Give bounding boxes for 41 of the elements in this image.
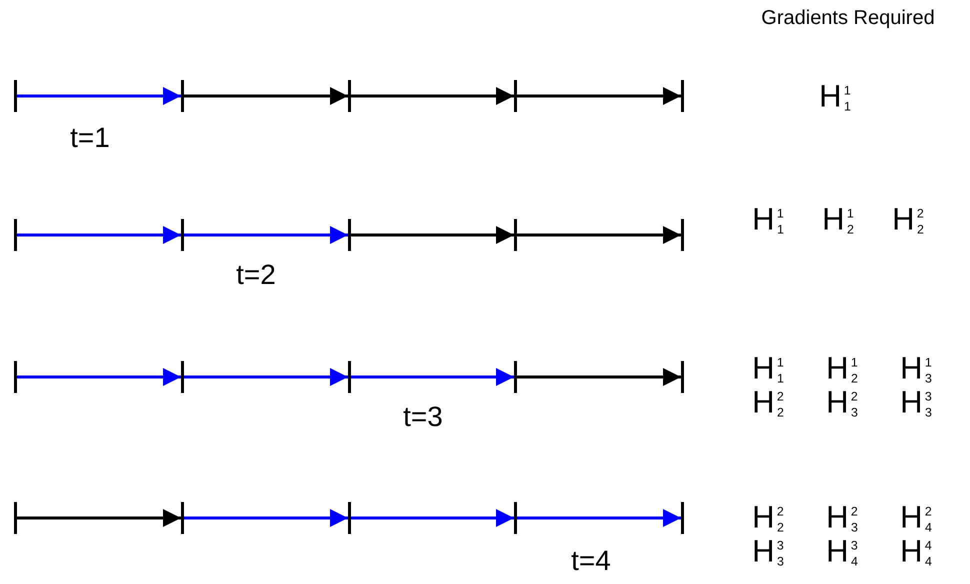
- tick-mark: [681, 502, 684, 534]
- arrow: [517, 509, 681, 527]
- arrow: [184, 87, 348, 105]
- tick-mark: [181, 361, 184, 393]
- tick-mark: [681, 361, 684, 393]
- arrow: [351, 87, 514, 105]
- time-step-label: t=4: [571, 547, 611, 575]
- arrow: [184, 226, 348, 244]
- arrow: [184, 509, 348, 527]
- tick-mark: [14, 80, 17, 112]
- tick-mark: [514, 361, 517, 393]
- arrow: [351, 226, 514, 244]
- tick-mark: [348, 502, 351, 534]
- time-step-label: t=1: [70, 124, 110, 152]
- tick-mark: [181, 80, 184, 112]
- tick-mark: [181, 219, 184, 251]
- arrow: [517, 368, 681, 386]
- arrow: [517, 226, 681, 244]
- tick-mark: [348, 361, 351, 393]
- tick-mark: [181, 502, 184, 534]
- arrow: [351, 509, 514, 527]
- tick-mark: [14, 219, 17, 251]
- tick-mark: [514, 80, 517, 112]
- tick-mark: [14, 502, 17, 534]
- arrow: [517, 87, 681, 105]
- arrow: [17, 87, 181, 105]
- tick-mark: [514, 502, 517, 534]
- arrow: [17, 509, 181, 527]
- tick-mark: [348, 219, 351, 251]
- time-step-label: t=3: [403, 403, 443, 431]
- arrow: [17, 368, 181, 386]
- arrow: [351, 368, 514, 386]
- tick-mark: [681, 80, 684, 112]
- arrow: [17, 226, 181, 244]
- arrow: [184, 368, 348, 386]
- tick-mark: [14, 361, 17, 393]
- time-step-label: t=2: [236, 261, 276, 289]
- tick-mark: [681, 219, 684, 251]
- heading: Gradients Required: [761, 8, 935, 28]
- tick-mark: [514, 219, 517, 251]
- tick-mark: [348, 80, 351, 112]
